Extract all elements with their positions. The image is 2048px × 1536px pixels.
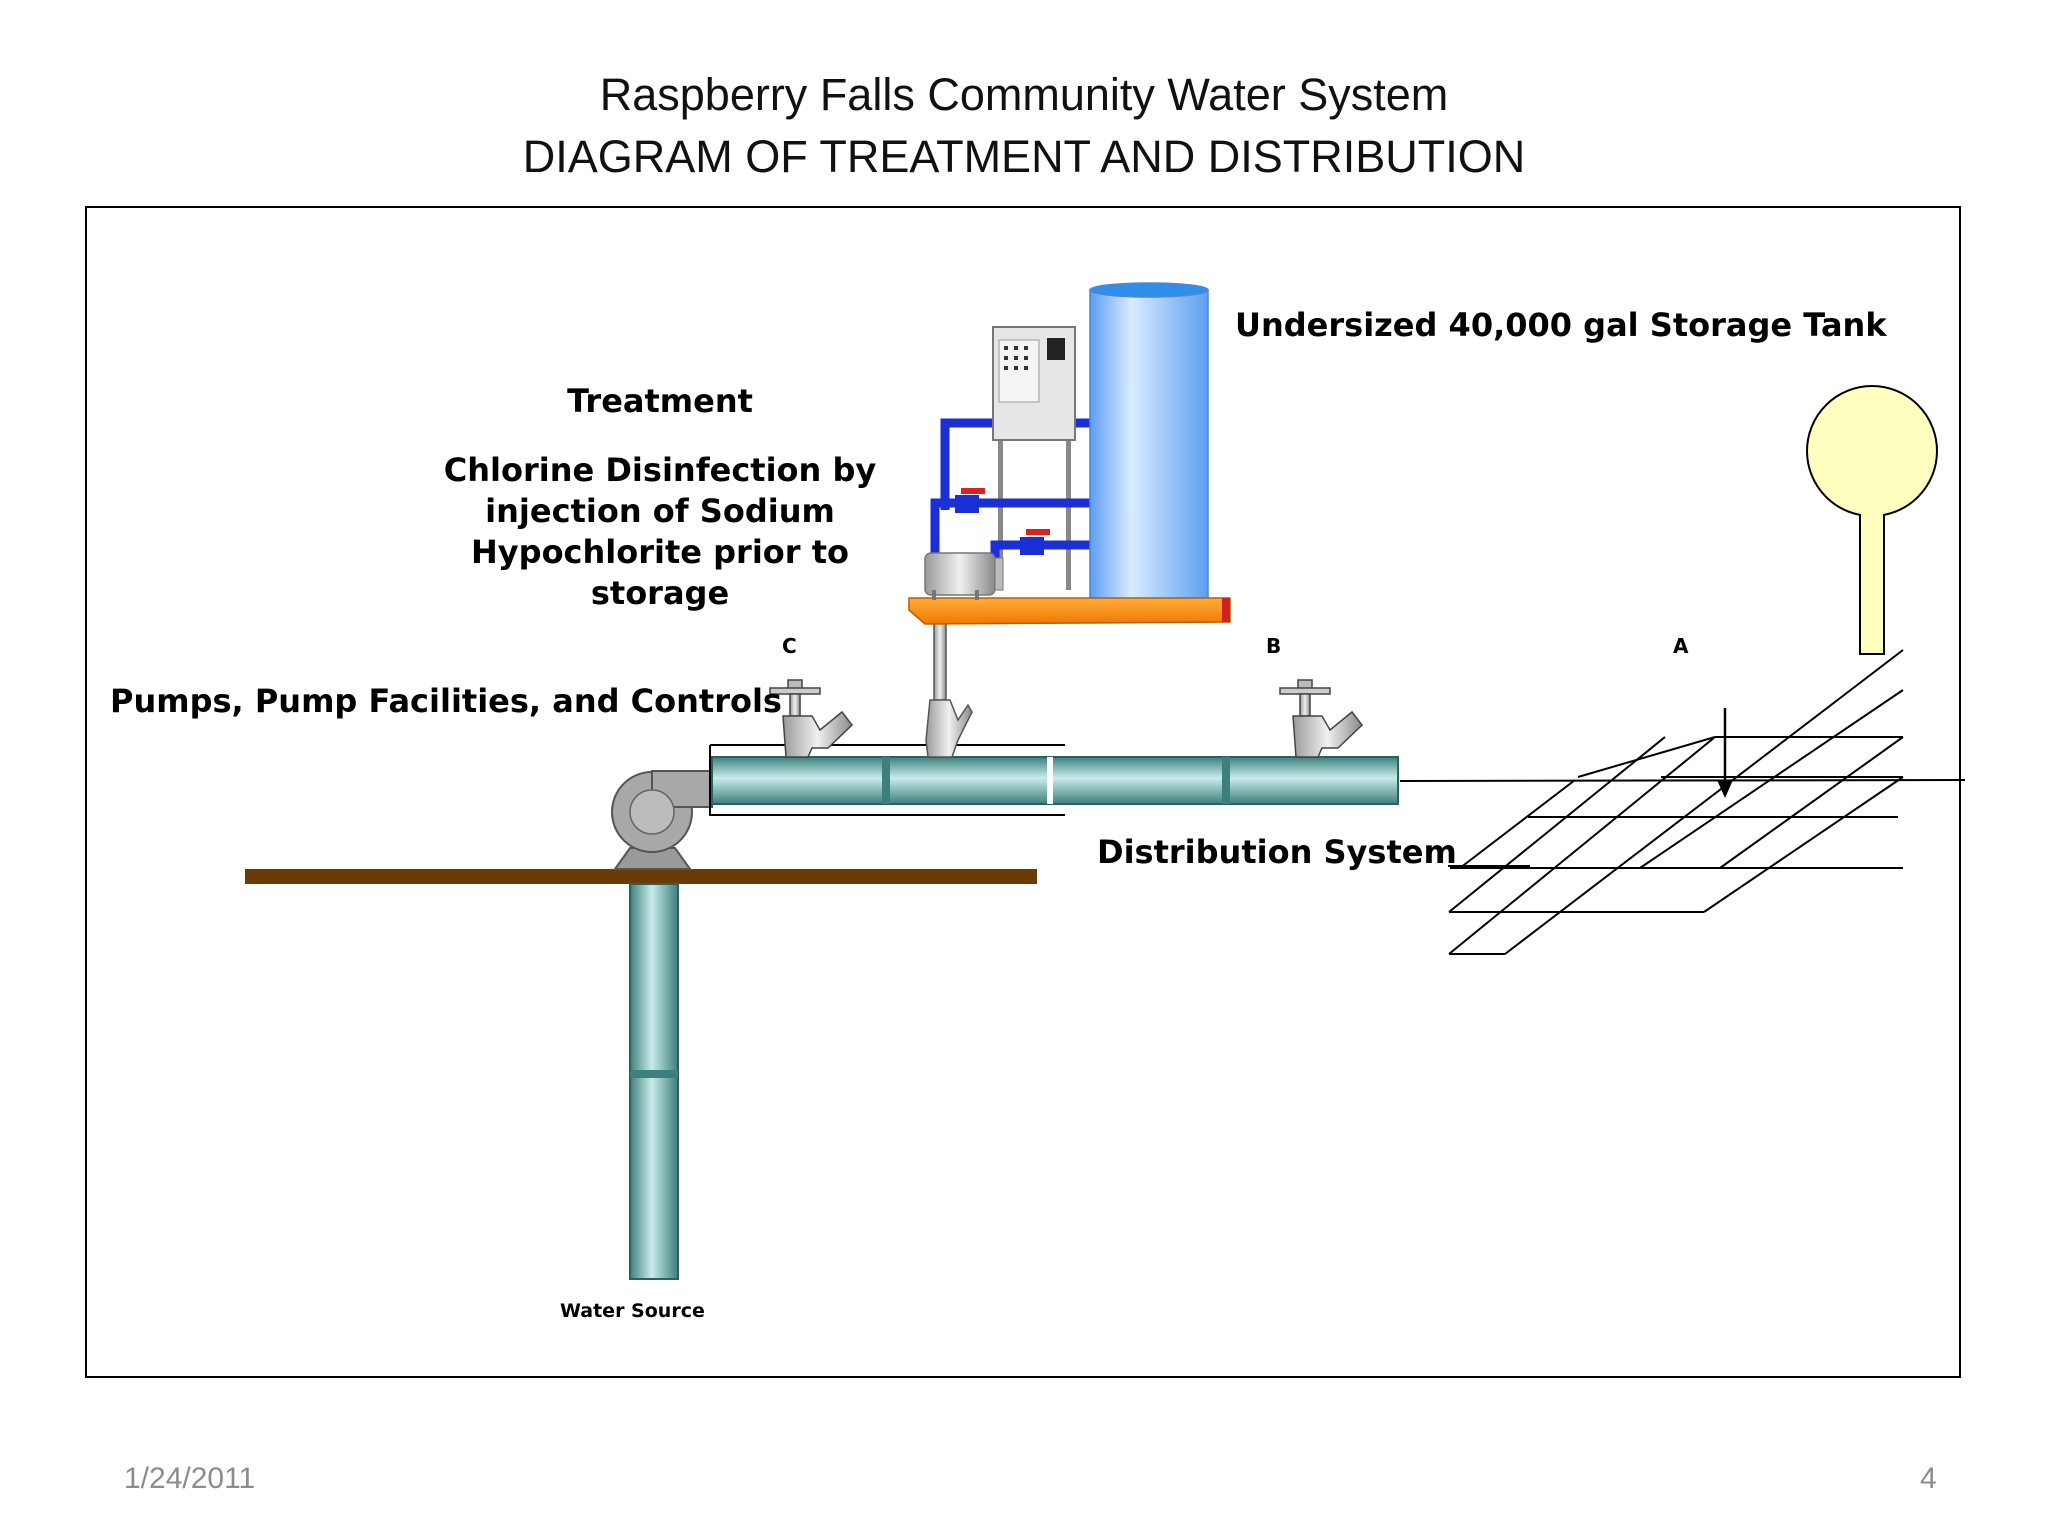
metering-pump-icon <box>924 552 1004 596</box>
distribution-system-label: Distribution System <box>1097 833 1457 871</box>
well-pipe <box>629 883 679 1280</box>
distribution-feed-line <box>1399 779 1966 782</box>
treatment-equipment <box>908 282 1231 625</box>
storage-tank-icon <box>1089 282 1209 601</box>
valve-icon-b <box>1279 679 1364 758</box>
diagram-frame <box>85 206 1961 1378</box>
slide-title-line2: DIAGRAM OF TREATMENT AND DISTRIBUTION <box>522 131 1526 182</box>
main-pipe <box>711 756 1399 805</box>
slide-page-number: 4 <box>1920 1462 1937 1495</box>
point-c-label: C <box>782 634 797 658</box>
control-panel-icon <box>992 326 1076 441</box>
pipe-housing-outline <box>709 744 1065 816</box>
pump-icon <box>611 770 713 870</box>
chlorine-description: Chlorine Disinfection by injection of So… <box>443 451 877 612</box>
injection-valve-icon <box>925 621 973 758</box>
point-a-label: A <box>1673 634 1689 658</box>
water-source-label: Water Source <box>560 1300 705 1322</box>
pumps-label: Pumps, Pump Facilities, and Controls <box>110 682 782 720</box>
valve-icon-c <box>769 679 854 758</box>
treatment-heading: Treatment <box>567 382 753 420</box>
point-b-label: B <box>1266 634 1282 658</box>
slide-title-line1: Raspberry Falls Community Water System <box>599 69 1449 120</box>
distribution-grid-icon <box>1448 649 1904 955</box>
water-tower-icon <box>1806 385 1938 655</box>
slide-date: 1/24/2011 <box>124 1462 256 1495</box>
storage-tank-label: Undersized 40,000 gal Storage Tank <box>1235 306 1887 344</box>
equipment-platform <box>908 590 1231 625</box>
flow-arrow-icon <box>1717 708 1733 798</box>
ground-line <box>245 869 1037 884</box>
